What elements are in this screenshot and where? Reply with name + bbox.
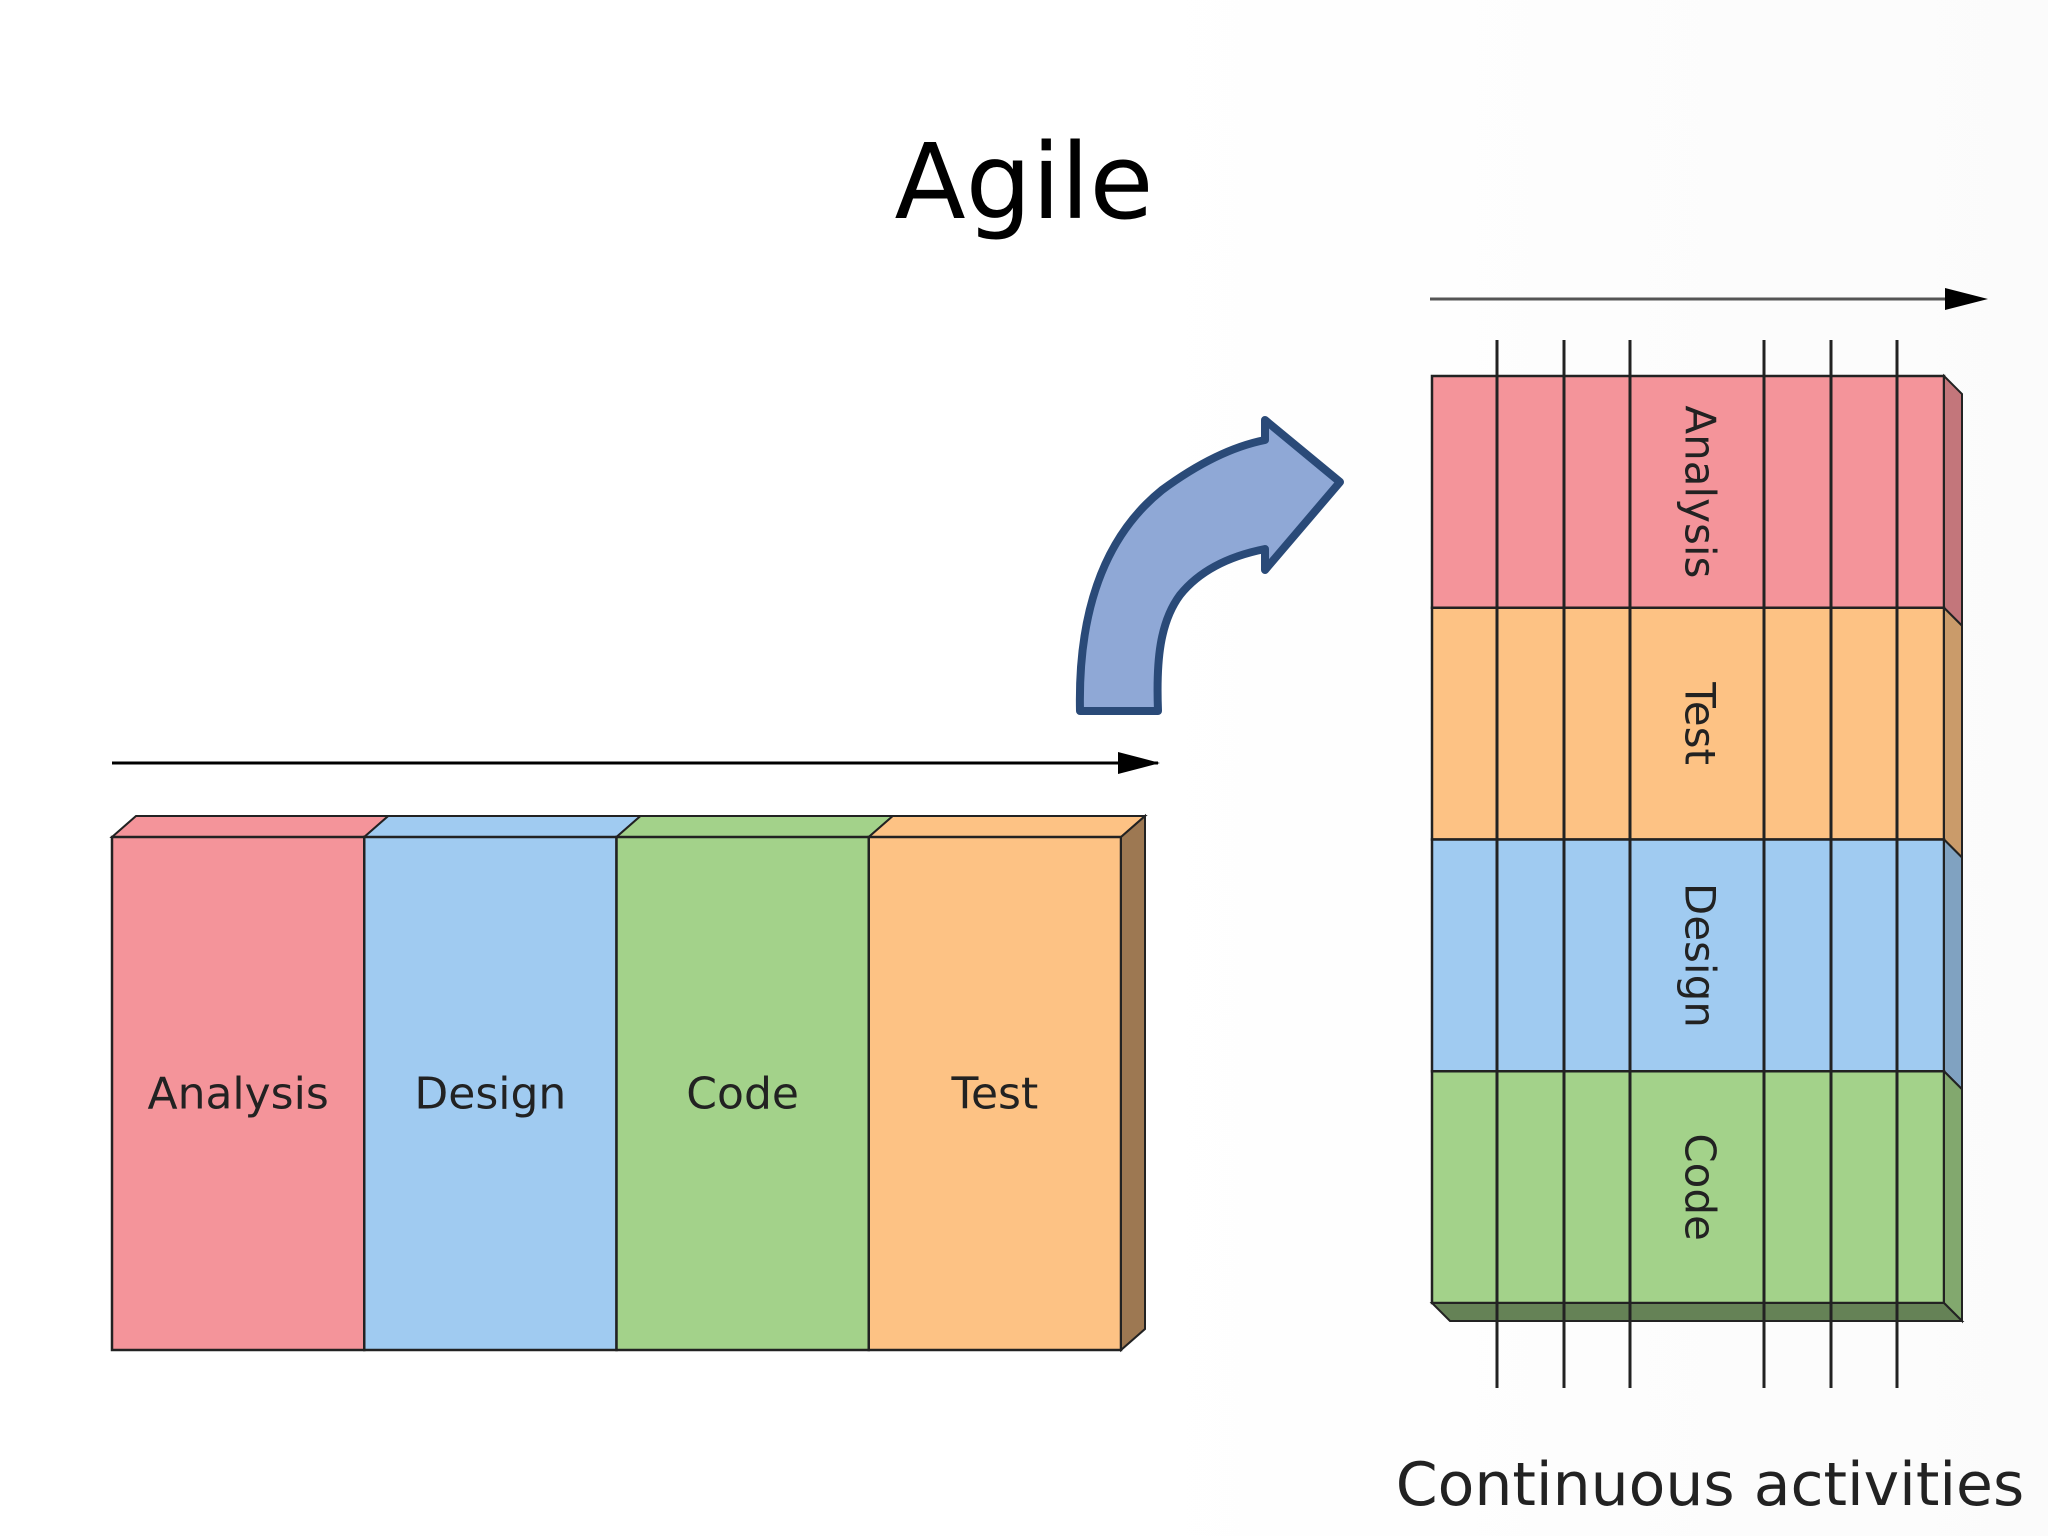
continuous-bottom-face [1429, 1302, 1965, 1322]
continuous-label-test: Test [1676, 681, 1725, 765]
continuous-time-arrowhead [1945, 288, 1988, 310]
continuous-row-analysis [1430, 374, 1946, 609]
continuous-side-test [1943, 605, 1963, 860]
sequential-top-face-analysis [109, 815, 391, 838]
sequential-segment-code [615, 835, 870, 1352]
sequential-top-face-code [613, 815, 896, 838]
sequential-side-face [1120, 813, 1146, 1353]
sequential-segment-design [363, 835, 618, 1352]
continuous-label-analysis: Analysis [1676, 405, 1725, 578]
continuous-label-code: Code [1676, 1133, 1725, 1241]
transition-curved-arrow [1075, 416, 1344, 715]
sequential-label-design: Design [414, 1069, 566, 1120]
sequential-top-face-design [361, 815, 644, 838]
sequential-phases: Analysis Design Code Test [109, 813, 1148, 1353]
continuous-side-design [1943, 837, 1963, 1092]
sequential-top-face-test [866, 815, 1148, 838]
sequential-label-test: Test [951, 1069, 1039, 1120]
sequential-segment-analysis [110, 835, 366, 1352]
continuous-row-test [1430, 606, 1946, 841]
sequential-label-code: Code [686, 1069, 799, 1120]
continuous-side-code [1943, 1068, 1963, 1324]
continuous-row-design [1430, 838, 1946, 1073]
sequential-segment-test [867, 835, 1123, 1352]
sequential-time-arrowhead [1118, 752, 1160, 774]
continuous-label-design: Design [1676, 883, 1725, 1028]
continuous-side-analysis [1943, 373, 1963, 629]
caption: Continuous activities [1395, 1450, 2025, 1520]
sequential-label-analysis: Analysis [147, 1069, 328, 1120]
slide-title: Agile [894, 121, 1154, 243]
